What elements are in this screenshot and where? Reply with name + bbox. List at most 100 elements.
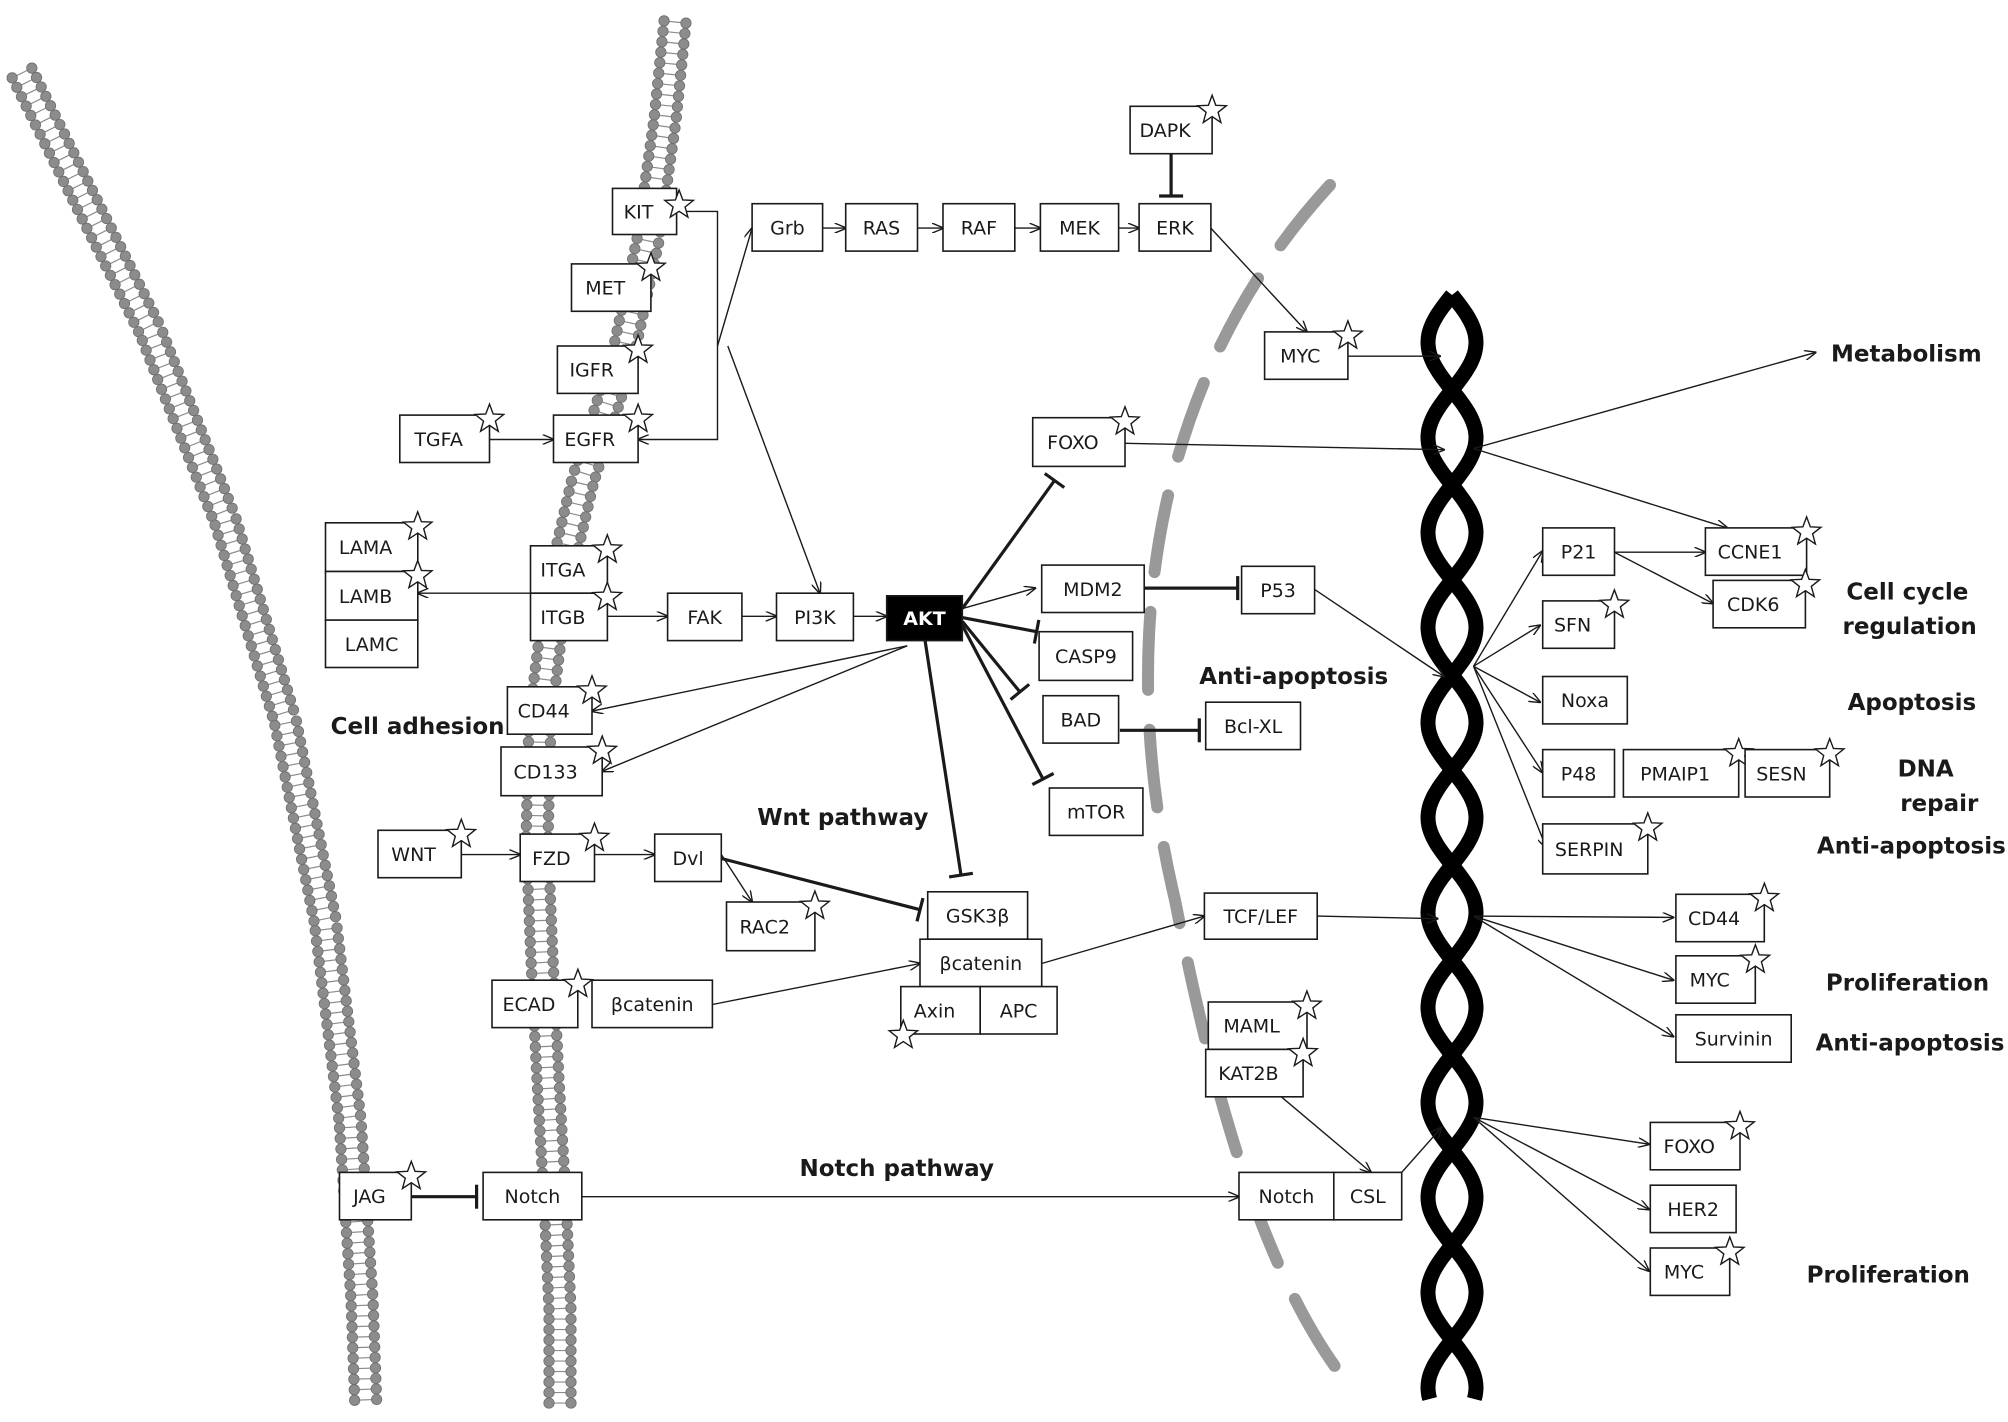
inhibition-edge bbox=[923, 640, 963, 876]
activation-arrow bbox=[592, 645, 908, 711]
activation-arrow bbox=[720, 854, 752, 902]
label-dna2: repair bbox=[1900, 791, 1979, 817]
label-wntpathway: Wnt pathway bbox=[757, 805, 928, 831]
node-label: Notch bbox=[1259, 1186, 1315, 1208]
activation-arrow bbox=[1473, 1116, 1650, 1271]
node-p48: P48 bbox=[1541, 748, 1616, 798]
node-myc2: MYC bbox=[1675, 942, 1772, 1004]
node-cdk6: CDK6 bbox=[1712, 567, 1822, 629]
activation-arrow bbox=[1473, 1116, 1650, 1144]
node-bcat1: βcatenin bbox=[591, 979, 714, 1029]
node-label: CSL bbox=[1350, 1186, 1386, 1208]
mutation-star-icon bbox=[621, 333, 655, 364]
inhibition-bar bbox=[1032, 619, 1041, 644]
mutation-star-icon bbox=[1739, 942, 1772, 974]
node-label: MEK bbox=[1059, 217, 1100, 239]
node-p53: P53 bbox=[1240, 565, 1316, 615]
mutation-star-icon bbox=[591, 532, 624, 564]
activation-arrow bbox=[716, 228, 753, 347]
node-dapk: DAPK bbox=[1129, 93, 1229, 155]
node-label: mTOR bbox=[1067, 802, 1125, 824]
inhibition-edge bbox=[961, 620, 1022, 693]
label-apoptosis: Apoptosis bbox=[1848, 690, 1977, 716]
node-kit: KIT bbox=[611, 187, 696, 236]
node-tcflef: TCF/LEF bbox=[1203, 892, 1319, 940]
inhibition-bar bbox=[1031, 772, 1055, 786]
node-raf: RAF bbox=[942, 202, 1016, 252]
node-ras: RAS bbox=[844, 202, 919, 252]
node-lamb: LAMB bbox=[324, 558, 434, 622]
node-survinin: Survinin bbox=[1675, 1013, 1793, 1063]
node-label: βcatenin bbox=[939, 953, 1022, 975]
label-cellcycle2: regulation bbox=[1843, 614, 1977, 640]
node-label: MYC bbox=[1280, 346, 1320, 368]
mutation-star-icon bbox=[395, 1159, 428, 1191]
mutation-star-icon bbox=[575, 673, 609, 705]
activation-arrow bbox=[1317, 916, 1437, 919]
activation-arrow bbox=[1280, 1096, 1371, 1173]
node-label: CASP9 bbox=[1055, 646, 1117, 668]
mutation-star-icon bbox=[1790, 514, 1823, 546]
node-label: ITGB bbox=[540, 607, 585, 629]
label-antiapop3: Anti-apoptosis bbox=[1199, 664, 1388, 690]
node-label: PMAIP1 bbox=[1640, 763, 1710, 785]
node-label: FAK bbox=[687, 607, 722, 629]
inhibition-bar bbox=[1009, 683, 1031, 701]
activation-arrow bbox=[727, 345, 820, 593]
inhibition-edge bbox=[961, 479, 1056, 610]
node-kat2b: KAT2B bbox=[1204, 1036, 1320, 1098]
node-dvl: Dvl bbox=[653, 833, 723, 883]
node-label: LAMA bbox=[339, 537, 392, 559]
node-label: CCNE1 bbox=[1718, 542, 1783, 564]
node-ecad: ECAD bbox=[491, 967, 594, 1029]
node-label: MDM2 bbox=[1063, 579, 1123, 601]
node-her2: HER2 bbox=[1649, 1184, 1737, 1234]
node-cd44b: CD44 bbox=[1675, 881, 1781, 943]
inhibition-edge bbox=[960, 624, 1045, 780]
node-label: P53 bbox=[1260, 580, 1296, 602]
node-mdm2: MDM2 bbox=[1040, 564, 1145, 614]
node-label: Notch bbox=[505, 1186, 561, 1208]
node-label: KAT2B bbox=[1218, 1063, 1278, 1085]
inhibition-edge bbox=[962, 616, 1037, 634]
node-p21: P21 bbox=[1541, 527, 1616, 577]
node-label: EGFR bbox=[564, 429, 615, 451]
node-egfr: EGFR bbox=[552, 402, 655, 464]
activation-arrow bbox=[1473, 915, 1674, 980]
node-label: GSK3β bbox=[946, 906, 1009, 928]
node-label: FOXO bbox=[1047, 432, 1098, 454]
node-casp9: CASP9 bbox=[1038, 630, 1134, 682]
mutation-star-icon bbox=[1722, 736, 1755, 768]
node-label: APC bbox=[1000, 1000, 1038, 1022]
node-csl: CSL bbox=[1333, 1171, 1403, 1221]
mutation-star-icon bbox=[578, 821, 611, 852]
node-myc3: MYC bbox=[1649, 1235, 1746, 1297]
node-label: SESN bbox=[1756, 763, 1806, 785]
node-label: SERPIN bbox=[1555, 839, 1624, 861]
node-wnt: WNT bbox=[377, 817, 478, 879]
mutation-star-icon bbox=[621, 402, 655, 433]
node-label: P21 bbox=[1561, 542, 1597, 564]
activation-arrow bbox=[638, 210, 719, 439]
mutation-star-icon bbox=[585, 734, 619, 765]
node-cd133: CD133 bbox=[500, 734, 619, 797]
node-label: Dvl bbox=[673, 848, 704, 870]
mutation-star-icon bbox=[1286, 1036, 1320, 1068]
node-mek: MEK bbox=[1039, 202, 1120, 252]
dna-double-helix bbox=[1420, 290, 1484, 1401]
mutation-star-icon bbox=[591, 580, 624, 612]
node-lama: LAMA bbox=[324, 509, 434, 573]
node-bclxl: Bcl-XL bbox=[1204, 701, 1302, 751]
node-label: RAS bbox=[863, 217, 901, 239]
node-label: MAML bbox=[1223, 1016, 1280, 1038]
node-label: CD44 bbox=[518, 701, 570, 723]
mutation-star-icon bbox=[445, 817, 478, 849]
activation-arrow bbox=[1472, 551, 1543, 667]
mutation-star-icon bbox=[1290, 989, 1324, 1020]
label-antiapop2: Anti-apoptosis bbox=[1816, 1031, 2005, 1057]
activation-arrow bbox=[602, 645, 908, 772]
activation-arrow bbox=[1472, 666, 1547, 848]
mutation-star-icon bbox=[1813, 736, 1846, 768]
node-label: ITGA bbox=[540, 560, 585, 582]
